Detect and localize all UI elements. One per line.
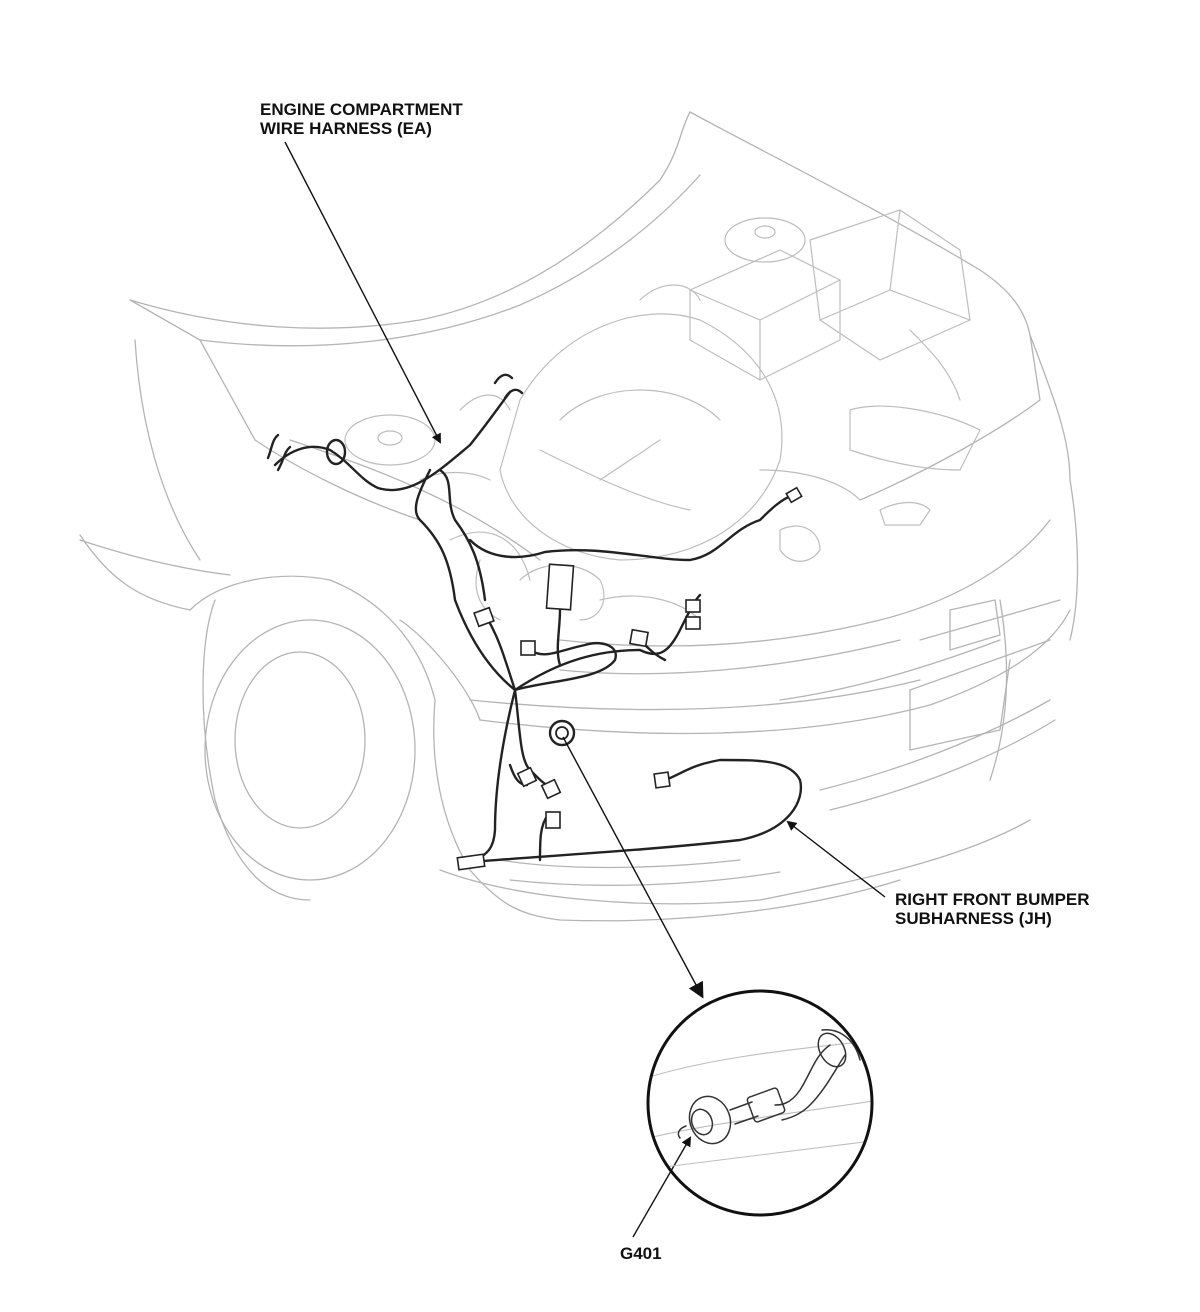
jh-subharness-label: RIGHT FRONT BUMPER SUBHARNESS (JH) <box>895 890 1090 928</box>
ea-harness-label-line1: ENGINE COMPARTMENT <box>260 100 463 119</box>
car-body <box>79 111 1079 922</box>
g401-detail-view <box>646 989 874 1217</box>
g401-ground-label: G401 <box>620 1244 662 1263</box>
callout-leaders <box>284 141 886 1238</box>
jh-subharness-label-line1: RIGHT FRONT BUMPER <box>895 890 1090 909</box>
jh-subharness-label-line2: SUBHARNESS (JH) <box>895 909 1052 928</box>
ea-harness-label-line2: WIRE HARNESS (EA) <box>260 119 432 138</box>
engine-compartment-wire-harness <box>266 373 803 692</box>
right-front-bumper-subharness <box>456 688 803 871</box>
engine-components <box>344 209 981 621</box>
ea-harness-label: ENGINE COMPARTMENT WIRE HARNESS (EA) <box>260 100 463 138</box>
